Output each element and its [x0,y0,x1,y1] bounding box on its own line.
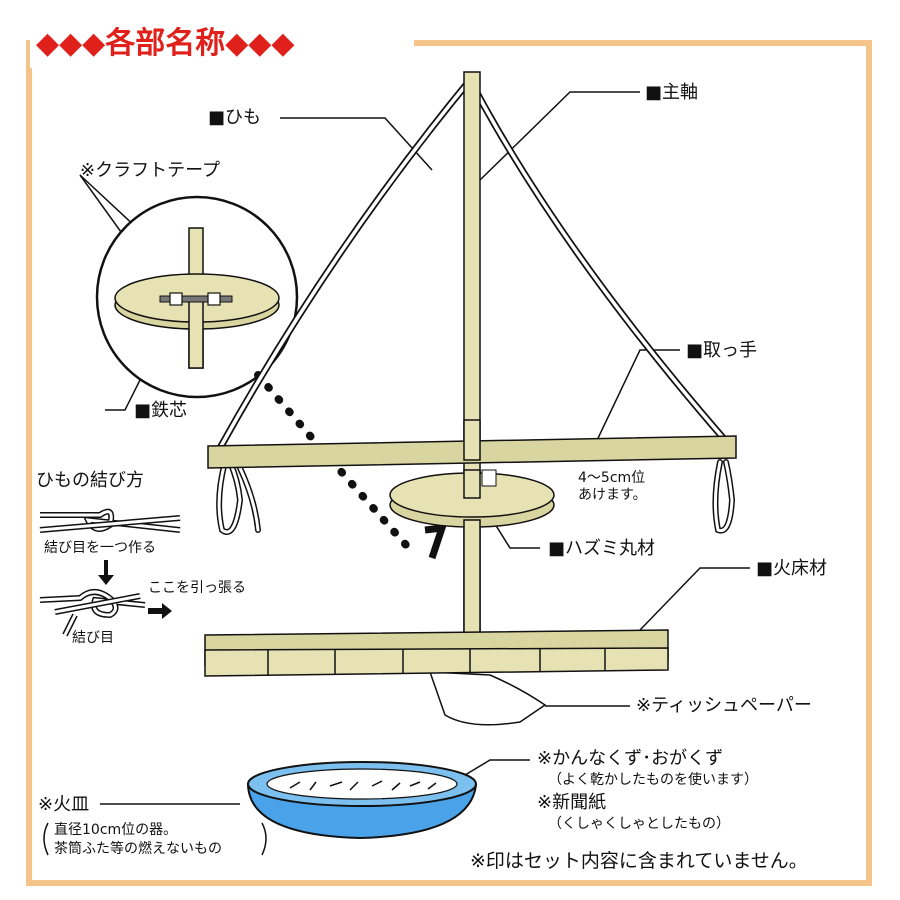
knot-diagram-1 [40,512,180,530]
detail-pointer [425,528,442,558]
bracket-right [262,823,266,855]
handle-bar [208,420,736,468]
down-arrow [98,560,114,585]
fire-board [205,630,668,676]
label-hazumi: ■ハズミ丸材 [548,538,655,560]
bracket-left [44,823,48,855]
label-spacing-2: あけます。 [578,487,647,504]
label-hidokozai: ■火床材 [756,558,827,580]
right-arrow [148,603,172,619]
label-hizara-note-1: 直径10cm位の器。 [54,822,177,839]
label-craft-tape: ※クラフトテープ [80,160,220,182]
label-shinbun: ※新聞紙 [537,792,606,814]
label-kanna: ※かんなくず･おがくず [537,748,723,770]
tissue-paper [430,672,545,725]
label-tesshin: ■鉄芯 [134,400,187,422]
label-tissue: ※ティッシュペーパー [636,695,812,717]
footer-note: ※印はセット内容に含まれていません。 [470,849,808,873]
label-shujiku: ■主軸 [645,82,698,104]
label-spacing: 4～5cm位 [578,470,645,487]
leader-hidokozai [640,568,750,630]
label-shinbun-note: （くしゃくしゃとしたもの） [548,816,730,833]
fire-dish [248,762,476,838]
knot-step-1: 結び目を一つ作る [44,540,156,557]
knot-label: 結び目 [72,630,114,647]
label-totte: ■取っ手 [686,340,757,362]
knot-diagram-2 [40,592,145,635]
label-kanna-note: （よく乾かしたものを使います） [548,772,758,789]
label-hizara: ※火皿 [38,794,89,816]
label-himo: ■ひも [208,107,261,129]
flywheel-disc [390,470,554,527]
knot-title: ひもの結び方 [36,470,144,492]
label-hizara-note-2: 茶筒ふた等の燃えないもの [54,841,222,858]
knot-pull-label: ここを引っ張る [148,580,246,597]
